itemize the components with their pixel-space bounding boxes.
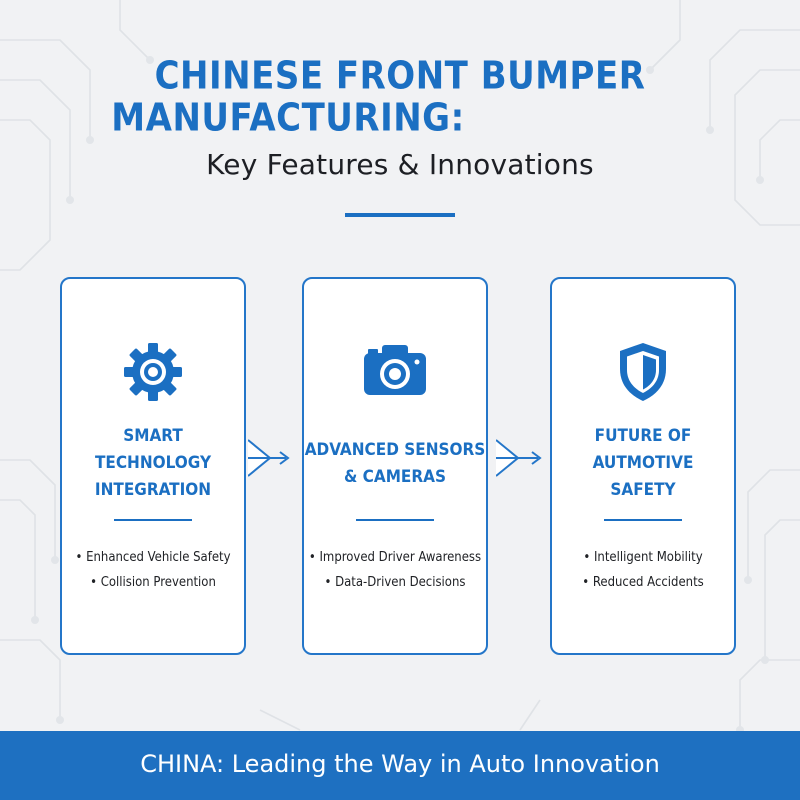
list-item: • Reduced Accidents — [582, 575, 704, 590]
card-divider — [604, 519, 682, 521]
camera-icon — [360, 341, 430, 402]
card-bullet-list: • Enhanced Vehicle Safety • Collision Pr… — [62, 545, 244, 595]
page-title-line-1: CHINESE FRONT BUMPER — [154, 54, 646, 99]
feature-card-future-safety: FUTURE OF AUTMOTIVE SAFETY • Intelligent… — [550, 277, 736, 655]
page-title-line-2: MANUFACTURING: — [111, 96, 465, 141]
list-item: • Data-Driven Decisions — [324, 575, 466, 590]
page-subtitle: Key Features & Innovations — [206, 148, 594, 181]
title-divider — [345, 213, 455, 217]
feature-card-sensors-cameras: ADVANCED SENSORS & CAMERAS • Improved Dr… — [302, 277, 488, 655]
shield-icon — [616, 341, 670, 408]
arrow-right-icon — [248, 439, 290, 477]
list-item: • Collision Prevention — [90, 575, 216, 590]
card-title: SMART TECHNOLOGY INTEGRATION — [94, 426, 212, 500]
card-divider — [356, 519, 434, 521]
card-title: ADVANCED SENSORS & CAMERAS — [304, 440, 486, 487]
list-item: • Enhanced Vehicle Safety — [75, 550, 231, 565]
footer-banner: CHINA: Leading the Way in Auto Innovatio… — [0, 731, 800, 800]
list-item: • Improved Driver Awareness — [308, 550, 482, 565]
arrow-right-icon — [496, 439, 542, 477]
card-title: FUTURE OF AUTMOTIVE SAFETY — [592, 426, 694, 500]
card-bullet-list: • Improved Driver Awareness • Data-Drive… — [304, 545, 486, 595]
card-bullet-list: • Intelligent Mobility • Reduced Acciden… — [552, 545, 734, 595]
footer-text: CHINA: Leading the Way in Auto Innovatio… — [140, 750, 660, 778]
list-item: • Intelligent Mobility — [583, 550, 703, 565]
gear-icon — [122, 341, 184, 408]
card-divider — [114, 519, 192, 521]
feature-card-smart-technology: SMART TECHNOLOGY INTEGRATION • Enhanced … — [60, 277, 246, 655]
